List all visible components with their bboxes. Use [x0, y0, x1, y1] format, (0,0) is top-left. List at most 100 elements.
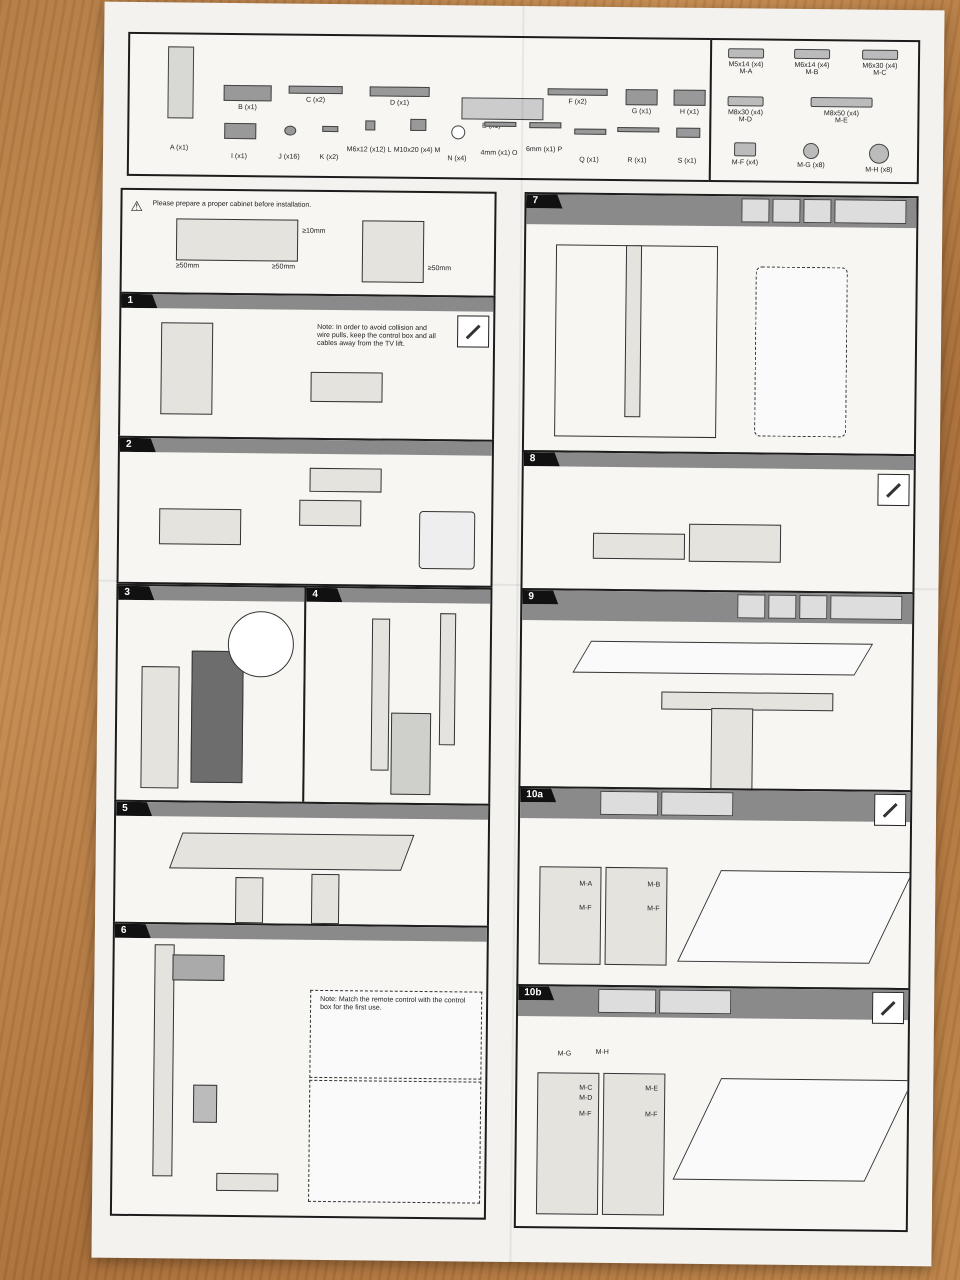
power-adapter-sketch	[592, 532, 686, 560]
part-k: K (x2)	[299, 125, 359, 162]
step-number: 3	[118, 586, 154, 600]
top-plate-d-sketch	[168, 832, 415, 871]
screw-label: M-F	[579, 904, 592, 912]
control-box-sketch	[158, 508, 242, 546]
step-5-panel: 5	[112, 799, 491, 928]
step-number: 9	[522, 590, 558, 604]
instruction-sheet: A (x1) B (x1) C (x2) D (x1) E (x1) F (x2…	[91, 1, 945, 1267]
mount-detail	[308, 1079, 482, 1204]
screwdriver-icon	[456, 315, 490, 348]
screw-diagram	[535, 1072, 600, 1215]
spacer-label: M-G	[557, 1050, 572, 1058]
step-number: 6	[115, 924, 151, 938]
rail-c-sketch	[370, 618, 391, 771]
step-number: 7	[526, 194, 562, 208]
detail-panel	[754, 266, 848, 438]
bracket-sketch	[309, 467, 382, 493]
power-adapter-sketch	[299, 499, 362, 527]
screw-label: M-D	[579, 1094, 593, 1102]
step-2-panel: 2	[116, 435, 495, 588]
rail-sketch	[710, 708, 754, 791]
warning-icon: ⚠	[130, 197, 144, 215]
control-box-sketch	[216, 1172, 279, 1192]
step-4-panel: 4	[302, 585, 493, 806]
washer-mf: M-F (x4)	[717, 142, 773, 167]
step-number: 1	[121, 294, 157, 308]
part-c: C (x2)	[286, 85, 346, 105]
remote-control-sketch	[192, 1084, 218, 1123]
control-box-sketch	[310, 371, 383, 403]
cabinet-side-sketch	[361, 220, 425, 283]
step-3-panel: 3	[114, 583, 307, 804]
step-number: 8	[524, 452, 560, 466]
screw-label: M-B	[647, 881, 661, 889]
screw-label: M-C	[579, 1084, 593, 1092]
spacer-mg: M-G (x8)	[783, 142, 839, 170]
part-d: D (x1)	[369, 86, 430, 107]
bracket-sketch	[390, 712, 432, 796]
step-1-panel: 1 Note: In order to avoid collision and …	[118, 291, 496, 442]
step-number: 2	[120, 438, 156, 452]
part-a: A (x1)	[149, 46, 209, 152]
connector-detail	[418, 510, 476, 570]
screw-diagram	[601, 1072, 666, 1216]
screwdriver-icon	[877, 473, 910, 507]
bracket-b-sketch	[190, 650, 244, 784]
step-8-panel: 8	[520, 450, 916, 595]
tv-mount-sketch	[172, 954, 225, 981]
screw-mc: M6x30 (x4)M-C	[852, 49, 908, 77]
step-7-panel: 7	[521, 192, 919, 457]
parts-list: A (x1) B (x1) C (x2) D (x1) E (x1) F (x2…	[126, 31, 713, 182]
column-a-sketch	[140, 666, 180, 789]
control-box-sketch	[688, 523, 782, 563]
step-number: 10a	[520, 788, 556, 802]
tool-icons	[737, 594, 903, 621]
tv-back-sketch	[677, 870, 913, 964]
step-6-note: Note: Match the remote control with the …	[320, 995, 466, 1012]
screwdriver-icon	[871, 991, 905, 1025]
spacer-mh: M-H (x8)	[851, 143, 907, 174]
step-6-panel: 6 Note: Match the remote control with th…	[109, 921, 489, 1220]
dim-label: ≥50mm	[427, 265, 452, 273]
screw-label: M-F	[647, 905, 660, 913]
dim-label: ≥10mm	[302, 227, 326, 235]
detail-circle	[227, 610, 295, 678]
part-b: B (x1)	[217, 84, 277, 112]
screw-md: M8x30 (x4)M-D	[717, 96, 773, 124]
screw-list: M5x14 (x4)M-A M6x14 (x4)M-B M6x30 (x4)M-…	[708, 37, 921, 185]
step-10a-panel: 10a M-A M-F M-B M-F	[516, 786, 913, 991]
screwdriver-icon	[874, 793, 907, 827]
part-f: F (x2)	[547, 88, 608, 106]
lift-column-sketch	[624, 245, 643, 418]
screw-label: M-E	[645, 1085, 659, 1093]
step-1-note: Note: In order to avoid collision and wi…	[316, 323, 436, 348]
preparation-panel: ⚠ Please prepare a proper cabinet before…	[119, 187, 497, 298]
washer-do-dont-icons	[598, 988, 732, 1015]
spacer-label: M-H	[595, 1048, 609, 1056]
step-10b-panel: 10b M-G M-H M-C M-D M-F M-E M-F	[513, 984, 911, 1233]
dim-label: ≥50mm	[271, 263, 296, 271]
rail-sketch	[310, 873, 340, 925]
step-number: 10b	[518, 986, 554, 1000]
rail-c-sketch	[438, 613, 457, 746]
part-p: 6mm (x1) P	[514, 122, 574, 154]
cabinet-sketch	[175, 218, 299, 262]
tabletop-sketch	[572, 640, 874, 676]
rail-sketch	[234, 877, 264, 924]
warning-text: Please prepare a proper cabinet before i…	[152, 200, 312, 209]
screw-me: M8x50 (x4)M-E	[801, 97, 881, 125]
tool-icons	[741, 198, 907, 225]
washer-do-dont-icons	[600, 790, 734, 817]
step-number: 5	[116, 802, 152, 816]
screw-label: M-F	[578, 1110, 592, 1118]
dim-label: ≥50mm	[175, 262, 200, 270]
step-9-panel: 9	[518, 588, 915, 793]
part-m: M10x20 (x4) M	[387, 118, 447, 155]
lift-column-sketch	[160, 322, 214, 415]
screw-label: M-F	[644, 1111, 658, 1119]
tv-back-sketch	[672, 1078, 911, 1182]
screw-ma: M5x14 (x4)M-A	[718, 48, 774, 76]
screw-label: M-A	[579, 880, 593, 888]
screw-mb: M6x14 (x4)M-B	[784, 48, 840, 77]
step-number: 4	[306, 588, 342, 602]
